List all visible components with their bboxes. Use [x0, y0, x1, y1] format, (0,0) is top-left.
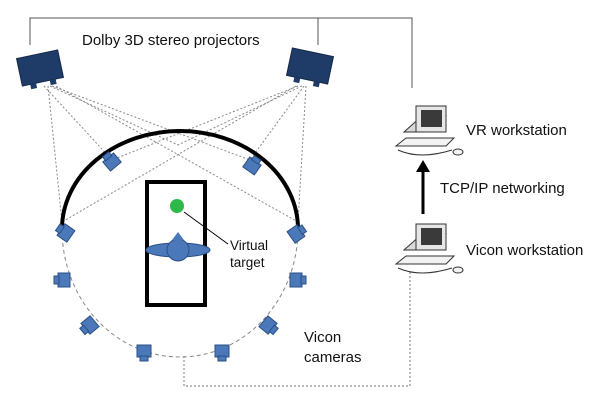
network-label: TCP/IP networking [440, 180, 565, 197]
camera-icon [53, 221, 76, 243]
camera-icon [258, 315, 281, 338]
camera-icon [136, 344, 152, 362]
capture-volume-boundary [61, 228, 299, 358]
projection-screen [60, 129, 300, 230]
projection-beams [43, 85, 307, 223]
network-arrow [416, 160, 430, 214]
vicon-cameras-label-line1: Vicon [304, 329, 341, 346]
camera-icon [289, 272, 307, 288]
target-pointer [183, 211, 229, 245]
virtual-target [170, 199, 184, 213]
platform [145, 180, 207, 307]
vicon-cable [183, 270, 411, 387]
projector-icon [16, 49, 65, 92]
vr-workstation-icon [395, 105, 464, 156]
vicon-workstation-icon [395, 223, 464, 274]
vicon-workstation-label: Vicon workstation [466, 242, 583, 259]
vicon-cameras-label-line2: cameras [304, 349, 362, 366]
person-top-view [145, 232, 211, 262]
virtual-target-label-line1: Virtual [230, 238, 268, 253]
vr-workstation-label: VR workstation [466, 122, 567, 139]
projector-cable [29, 17, 413, 88]
virtual-target-label-line2: target [230, 255, 265, 270]
projector-icon [285, 47, 334, 90]
camera-icon [214, 344, 230, 362]
projectors-label: Dolby 3D stereo projectors [82, 32, 260, 49]
camera-icon [53, 272, 71, 288]
camera-icon [286, 222, 309, 244]
